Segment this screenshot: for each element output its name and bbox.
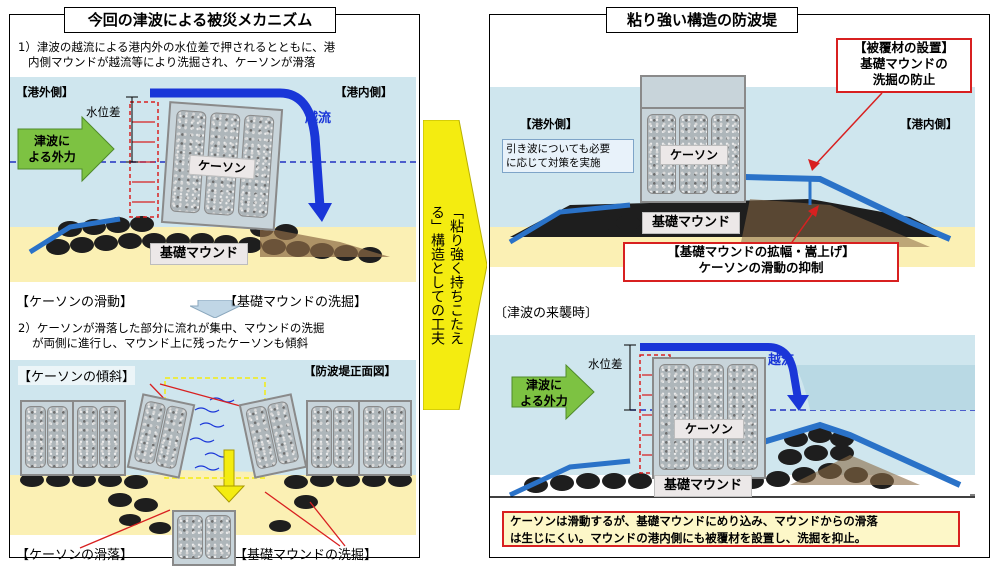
caisson: ケーソン	[160, 101, 284, 231]
caisson	[72, 400, 126, 476]
scene-2: 【ケーソンの傾斜】 【防波堤正面図】 【ケーソンの滑落】 【基礎マウンドの洗掘】	[10, 360, 416, 566]
overflow-label: 越流	[305, 111, 332, 126]
highlight-arrow	[423, 120, 487, 410]
right-panel: 粘り強い構造の防波堤 ケーソン 基礎マウンド 【港外側】	[489, 7, 990, 558]
scene-1-graphics	[10, 88, 416, 263]
caisson	[358, 400, 412, 476]
caisson-cell	[659, 364, 690, 470]
caisson-cell	[177, 515, 203, 559]
overflow-label: 越流	[768, 353, 795, 368]
mound-scour-label-2: 【基礎マウンドの洗掘】	[234, 548, 378, 563]
design-concept-text: 「粘り強く持ちこたえ る」構造としての工夫	[429, 205, 464, 345]
caisson	[306, 400, 360, 476]
caisson-cell	[205, 515, 231, 559]
mound-stones	[20, 473, 412, 534]
callout-lines	[789, 92, 883, 246]
caisson-cell	[333, 406, 354, 468]
caisson-slide-label: 【ケーソンの滑動】	[16, 295, 134, 310]
inner-harbor-label: 【港内側】	[335, 85, 393, 99]
caisson-tilt-label: 【ケーソンの傾斜】	[18, 366, 136, 385]
caisson: ケーソン	[652, 357, 766, 479]
water-level-diff-label: 水位差	[86, 105, 121, 119]
caisson: ケーソン	[640, 107, 746, 203]
caisson-label: ケーソン	[674, 419, 744, 439]
scene-normal: ケーソン 基礎マウンド 【港外側】 【港内側】 引き波についても必要 に応じて対…	[490, 75, 975, 277]
caisson-cell	[99, 406, 120, 468]
description-1: 1）津波の越流による港内外の水位差で押されるとともに、港 内側マウンドが越流等に…	[18, 40, 336, 69]
caisson-cell	[385, 406, 406, 468]
right-panel-title: 粘り強い構造の防波堤	[606, 7, 798, 33]
backwash-note: 引き波についても必要 に応じて対策を実施	[502, 139, 634, 173]
mound-widening-callout: 【基礎マウンドの拡幅・嵩上げ】 ケーソンの滑動の抑制	[623, 242, 899, 282]
caisson-cell	[693, 364, 724, 470]
tsunami-force-label: 津波に よる外力	[520, 378, 568, 408]
left-panel: 今回の津波による被災メカニズム 1）津波の越流による港内外の水位差で押されるとと…	[9, 7, 420, 566]
outer-harbor-label: 【港外側】	[16, 85, 74, 99]
caisson-label: ケーソン	[660, 145, 728, 165]
caisson-fall-label: 【ケーソンの滑落】	[16, 548, 134, 563]
mound-label: 基礎マウンド	[150, 243, 248, 265]
caisson-cell	[47, 406, 68, 468]
caisson-cell	[77, 406, 98, 468]
scene-tsunami: ケーソン 基礎マウンド 水位差 越流 津波に よる外力	[490, 335, 975, 500]
caisson-cell	[311, 406, 332, 468]
scene-1: ケーソン 基礎マウンド 【港外側】 【港内側】 水位差 越流 津波に よる外力 …	[10, 77, 416, 310]
caisson-cell	[727, 364, 758, 470]
caisson-cell	[25, 406, 46, 468]
inner-harbor-label: 【港内側】	[900, 117, 958, 131]
mound-label: 基礎マウンド	[654, 475, 752, 497]
bottom-note: ケーソンは滑動するが、基礎マウンドにめり込み、マウンドからの滑落 は生じにくい。…	[502, 511, 960, 547]
caisson-cell	[363, 406, 384, 468]
outer-harbor-label: 【港外側】	[520, 117, 578, 131]
fallen-caisson	[172, 510, 236, 566]
tsunami-force-label: 津波に よる外力	[28, 134, 76, 164]
down-arrow	[190, 300, 240, 318]
mound-scour-label: 【基礎マウンドの洗掘】	[224, 295, 368, 310]
mound-label: 基礎マウンド	[642, 212, 740, 234]
water-level-diff-label: 水位差	[588, 357, 623, 371]
front-view-label: 【防波堤正面図】	[304, 364, 396, 378]
tsunami-arrival-label: 〔津波の来襲時〕	[494, 306, 599, 321]
left-panel-title: 今回の津波による被災メカニズム	[64, 7, 336, 33]
description-2: 2）ケーソンが滑落した部分に流れが集中、マウンドの洗掘 が両側に進行し、マウンド…	[18, 321, 325, 350]
scene-2-graphics	[20, 377, 412, 549]
cover-material-callout: 【被覆材の設置】 基礎マウンドの 洗掘の防止	[836, 38, 972, 93]
caisson	[20, 400, 74, 476]
